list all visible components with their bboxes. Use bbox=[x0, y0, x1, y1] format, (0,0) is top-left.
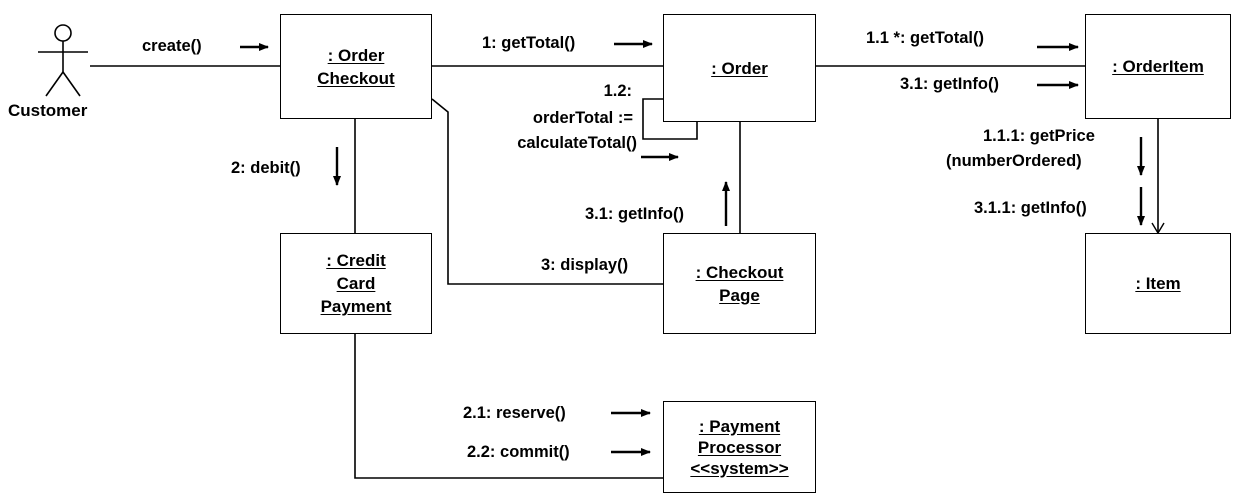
customer-actor-label: Customer bbox=[8, 101, 88, 120]
order-item-name: : OrderItem bbox=[1112, 57, 1204, 76]
get-total-message-label: 1: getTotal() bbox=[482, 34, 576, 52]
checkout-page-object[interactable]: : Checkout Page bbox=[663, 233, 816, 334]
order-name: : Order bbox=[711, 58, 768, 78]
item-get-total-message-label: 1.1 *: getTotal() bbox=[866, 29, 984, 47]
link-order-checkout-checkout-page bbox=[431, 98, 663, 285]
order-checkout-name: : Order Checkout bbox=[317, 45, 395, 88]
order-total-label-line-1: 1.2: bbox=[603, 82, 632, 100]
credit-card-payment-name: : Credit Card Payment bbox=[320, 251, 392, 316]
display-message-label: 3: display() bbox=[541, 256, 629, 274]
payment-processor-name: : Payment Processor <<system>> bbox=[690, 416, 789, 478]
order-item-object[interactable]: : OrderItem bbox=[1085, 14, 1231, 119]
checkout-page-name: : Checkout Page bbox=[695, 262, 784, 305]
commit-message-label: 2.2: commit() bbox=[467, 443, 570, 461]
self-link-order bbox=[642, 98, 698, 140]
reserve-message-label: 2.1: reserve() bbox=[463, 404, 566, 422]
credit-card-payment-object[interactable]: : Credit Card Payment bbox=[280, 233, 432, 334]
order-checkout-object[interactable]: : Order Checkout bbox=[280, 14, 432, 119]
create-message-label: create() bbox=[142, 37, 202, 55]
debit-message-label: 2: debit() bbox=[231, 159, 301, 177]
get-price-label-line-1: 1.1.1: getPrice bbox=[983, 127, 1095, 145]
item-name: : Item bbox=[1135, 274, 1181, 293]
item-object[interactable]: : Item bbox=[1085, 233, 1231, 334]
item-get-info-message-label: 3.1.1: getInfo() bbox=[974, 199, 1087, 217]
link-credit-card-payment-processor bbox=[354, 334, 663, 479]
order-total-label-line-2: orderTotal := bbox=[532, 109, 633, 127]
order-object[interactable]: : Order bbox=[663, 14, 816, 122]
order-total-label-line-3: calculateTotal() bbox=[517, 134, 637, 152]
order-item-get-info-message-label: 3.1: getInfo() bbox=[900, 75, 999, 93]
page-get-info-message-label: 3.1: getInfo() bbox=[585, 205, 684, 223]
customer-actor-figure bbox=[38, 24, 88, 97]
get-price-label-line-2: (numberOrdered) bbox=[946, 152, 1082, 170]
payment-processor-object[interactable]: : Payment Processor <<system>> bbox=[663, 401, 816, 493]
